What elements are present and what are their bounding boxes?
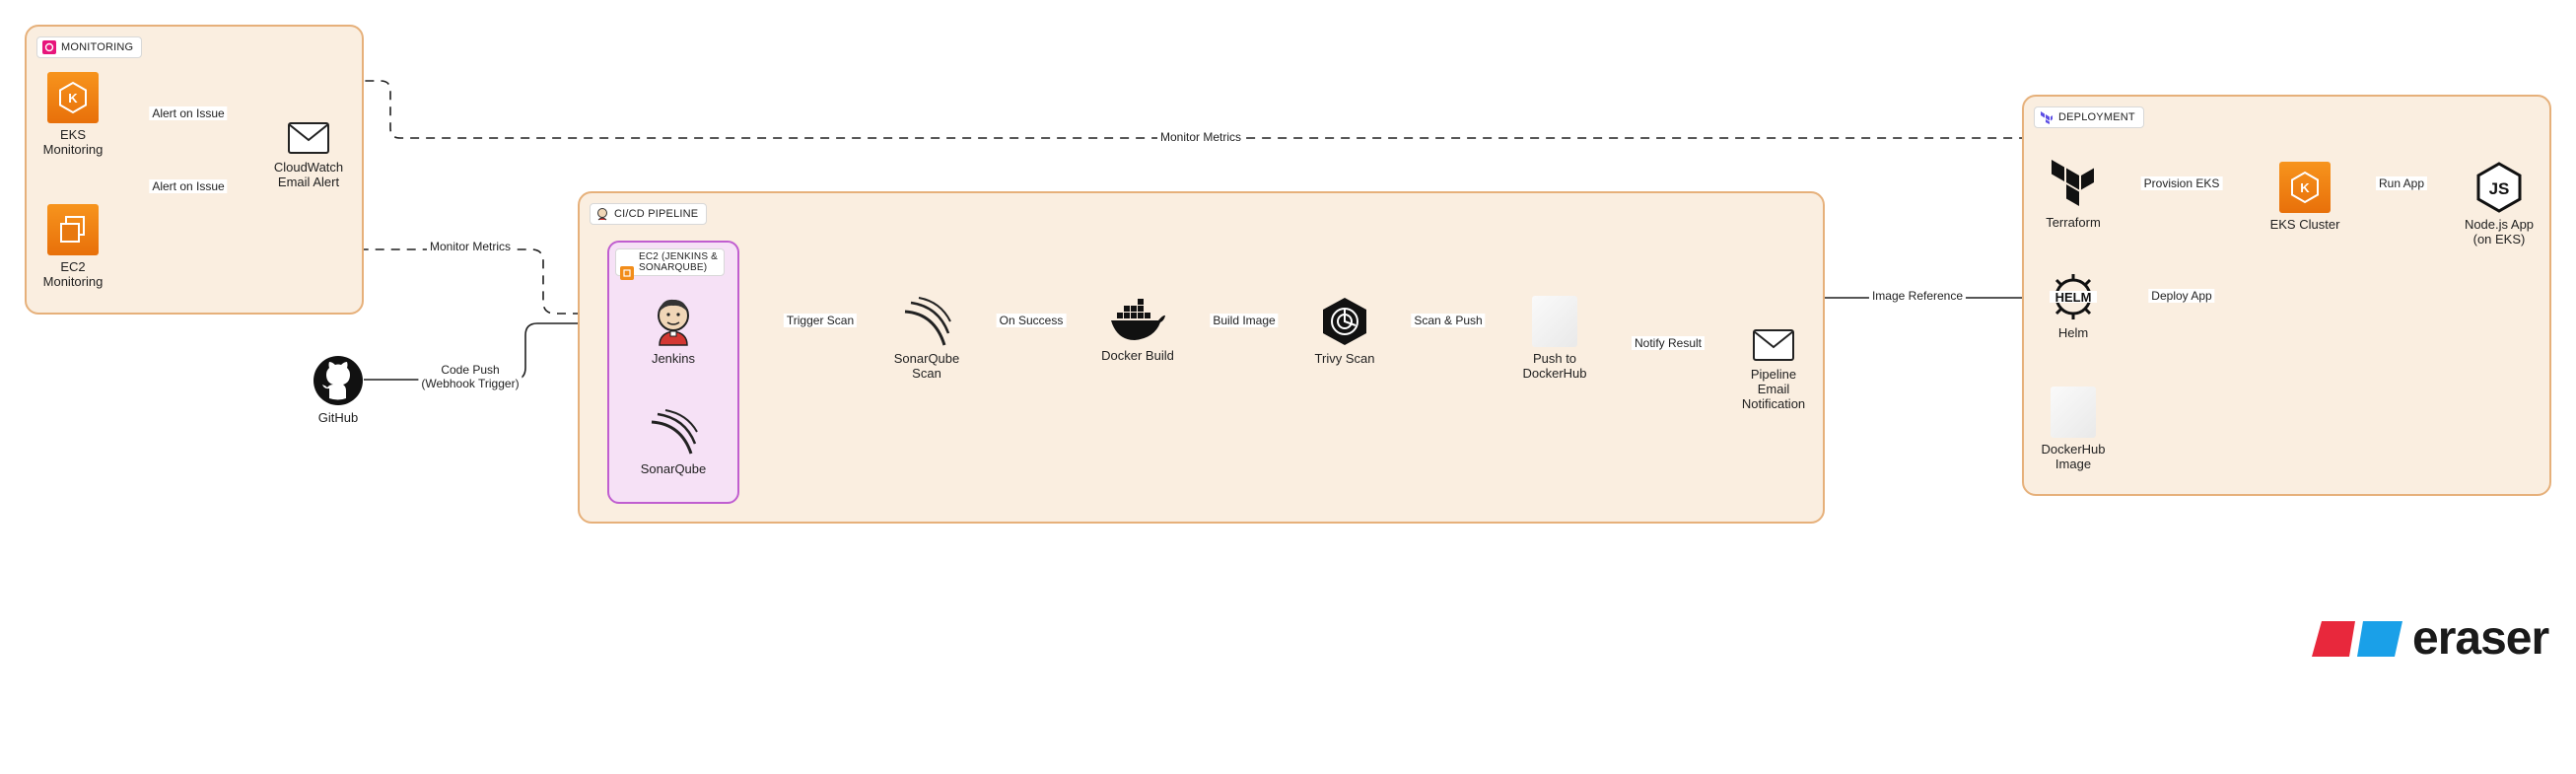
node-sonarqube[interactable]: SonarQube — [634, 408, 713, 476]
edge-label-provision-eks: Provision EKS — [2140, 176, 2223, 190]
node-helm[interactable]: HELM Helm — [2034, 272, 2113, 340]
node-cloudwatch-email-alert[interactable]: CloudWatch Email Alert — [264, 120, 353, 189]
edge-label-code-push: Code Push (Webhook Trigger) — [418, 363, 522, 390]
edge-label-monitor-metrics-top: Monitor Metrics — [1156, 130, 1245, 144]
node-eks-cluster[interactable]: K EKS Cluster — [2263, 162, 2346, 232]
cicd-title: CI/CD PIPELINE — [590, 203, 708, 225]
edge-label-deploy-app: Deploy App — [2148, 289, 2215, 303]
trivy-icon — [1320, 296, 1369, 347]
node-nodejs-app[interactable]: JS Node.js App (on EKS) — [2452, 162, 2546, 246]
edge-label-trigger-scan: Trigger Scan — [783, 314, 858, 327]
node-terraform[interactable]: Terraform — [2034, 158, 2113, 230]
node-pipeline-email-notification[interactable]: Pipeline Email Notification — [1729, 327, 1818, 411]
github-icon — [313, 355, 364, 406]
dockerhub-image-icon — [2051, 387, 2096, 438]
eraser-logo-mark-icon — [2312, 621, 2402, 657]
cloudwatch-icon — [42, 40, 56, 54]
envelope-icon — [287, 120, 330, 156]
node-eks-monitoring[interactable]: K EKS Monitoring — [34, 72, 112, 157]
docker-whale-icon — [1109, 299, 1166, 344]
node-docker-build[interactable]: Docker Build — [1088, 299, 1187, 363]
edge-label-notify-result: Notify Result — [1631, 336, 1706, 350]
envelope-icon — [1752, 327, 1795, 363]
edge-label-run-app: Run App — [2375, 176, 2428, 190]
eraser-logo-text: eraser — [2412, 612, 2549, 665]
edge-label-build-image: Build Image — [1210, 314, 1279, 327]
svg-text:JS: JS — [2489, 179, 2510, 198]
jenkins-icon — [595, 207, 609, 221]
ec2-jenkins-sonarqube-group: EC2 (JENKINS & SONARQUBE) — [607, 241, 739, 504]
deployment-title: DEPLOYMENT — [2034, 106, 2144, 128]
eraser-logo: eraser — [2310, 612, 2549, 665]
helm-icon: HELM — [2049, 272, 2098, 321]
edge-label-alert-ec2: Alert on Issue — [149, 179, 228, 193]
monitoring-title: MONITORING — [36, 36, 143, 58]
node-push-to-dockerhub[interactable]: Push to DockerHub — [1514, 296, 1595, 381]
node-dockerhub-image[interactable]: DockerHub Image — [2034, 387, 2113, 471]
cicd-pipeline-group: CI/CD PIPELINE — [578, 191, 1825, 524]
dockerhub-image-icon — [1532, 296, 1577, 347]
sonarqube-icon — [648, 408, 699, 457]
node-sonarqube-scan[interactable]: SonarQube Scan — [886, 296, 967, 381]
edge-label-image-reference: Image Reference — [1868, 289, 1967, 303]
edge-label-monitor-metrics-ec2: Monitor Metrics — [426, 240, 515, 253]
node-ec2-monitoring[interactable]: EC2 Monitoring — [34, 204, 112, 289]
svg-text:K: K — [2300, 180, 2310, 195]
deployment-group: DEPLOYMENT — [2022, 95, 2551, 496]
terraform-icon — [2040, 110, 2054, 124]
edge-label-on-success: On Success — [996, 314, 1067, 327]
node-trivy-scan[interactable]: Trivy Scan — [1304, 296, 1385, 366]
node-github[interactable]: GitHub — [298, 355, 379, 425]
jenkins-butler-icon — [652, 296, 695, 347]
ec2-title: EC2 (JENKINS & SONARQUBE) — [615, 248, 726, 280]
node-jenkins[interactable]: Jenkins — [634, 296, 713, 366]
eks-icon: K — [2279, 162, 2331, 213]
sonarqube-scan-icon — [901, 296, 952, 347]
nodejs-icon: JS — [2475, 162, 2523, 213]
eks-icon: K — [47, 72, 99, 123]
terraform-logo-icon — [2050, 158, 2097, 211]
edge-label-scan-push: Scan & Push — [1411, 314, 1486, 327]
svg-text:K: K — [68, 91, 78, 106]
ec2-instance-icon — [47, 204, 99, 255]
ec2-icon — [620, 255, 634, 280]
edge-label-alert-eks: Alert on Issue — [149, 106, 228, 120]
svg-text:HELM: HELM — [2055, 290, 2092, 305]
